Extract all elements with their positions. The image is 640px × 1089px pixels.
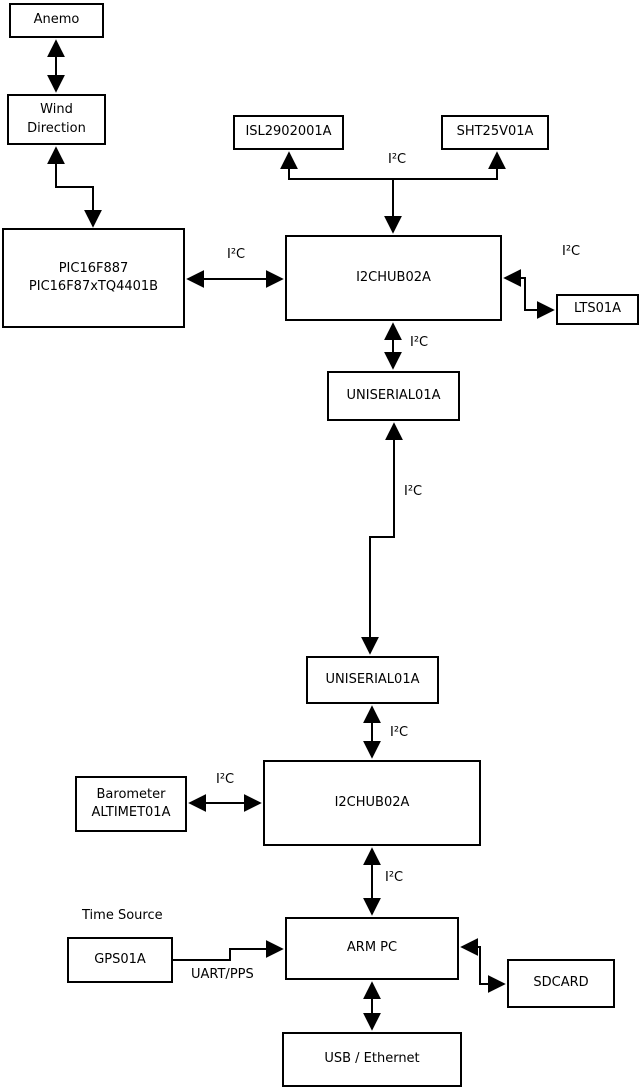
node-uniserial-bottom: UNISERIAL01A <box>306 656 439 704</box>
i2c-label-uniserial-link: I²C <box>404 484 423 499</box>
edge-uniserial-link <box>361 422 403 655</box>
node-wind-direction: Wind Direction <box>7 94 106 145</box>
node-sdcard: SDCARD <box>507 959 615 1008</box>
node-sht25v01a: SHT25V01A <box>441 115 549 150</box>
edge-wind-pic <box>47 146 102 228</box>
node-pic-controller: PIC16F887 PIC16F87xTQ4401B <box>2 228 185 328</box>
node-anemo: Anemo <box>9 3 104 38</box>
edge-i2chub-top-lts <box>503 269 555 319</box>
edge-gps-armpc <box>173 940 284 961</box>
edge-armpc-sdcard <box>460 938 506 993</box>
i2c-label-barometer: I²C <box>216 772 235 787</box>
i2c-label-hub-uniserial: I²C <box>410 335 429 350</box>
node-arm-pc: ARM PC <box>285 917 459 980</box>
node-uniserial-top: UNISERIAL01A <box>327 371 460 421</box>
node-isl2902001a: ISL2902001A <box>233 115 344 150</box>
uart-pps-label: UART/PPS <box>191 967 254 982</box>
i2c-label-uniserial-hub2: I²C <box>390 725 409 740</box>
i2c-label-hub2-armpc: I²C <box>385 870 404 885</box>
i2c-label-sensor-tee: I²C <box>388 152 407 167</box>
node-i2chub-top: I2CHUB02A <box>285 235 502 321</box>
node-i2chub-bottom: I2CHUB02A <box>263 760 481 846</box>
i2c-label-lts: I²C <box>562 244 581 259</box>
time-source-label: Time Source <box>82 908 163 923</box>
node-barometer: Barometer ALTIMET01A <box>75 776 187 832</box>
node-lts01a: LTS01A <box>556 294 639 325</box>
node-gps01a: GPS01A <box>67 937 173 983</box>
i2c-label-pic-hub: I²C <box>227 247 246 262</box>
node-usb-ethernet: USB / Ethernet <box>282 1032 462 1087</box>
